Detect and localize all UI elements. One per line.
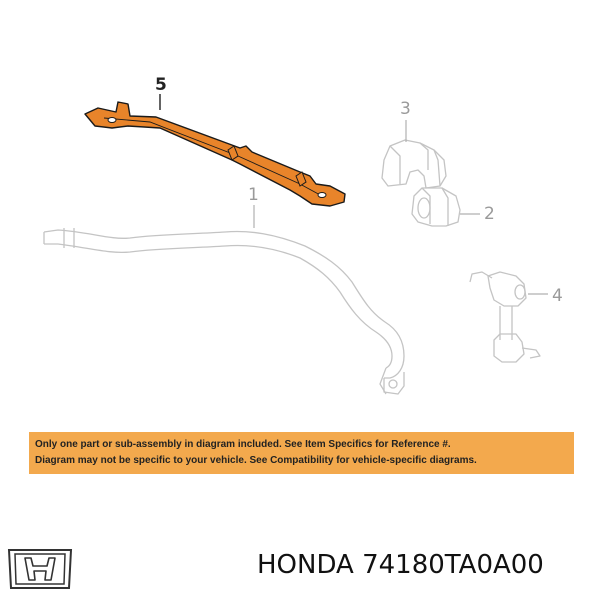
honda-h-logo-icon: [7, 549, 73, 589]
part-5-stabilizer-bracket: [84, 101, 346, 207]
notice-line-1: Only one part or sub-assembly in diagram…: [35, 439, 451, 450]
part-2-bushing: [411, 187, 461, 227]
parts-diagram: [43, 94, 548, 395]
notice-line-2: Diagram may not be specific to your vehi…: [35, 454, 477, 466]
callout-number-5: 5: [155, 75, 167, 95]
diagram-notice-banner: Only one part or sub-assembly in diagram…: [29, 432, 574, 474]
callout-number-3: 3: [400, 99, 411, 119]
part-1-stabilizer-bar: [43, 228, 405, 395]
part-number-caption: HONDA 74180TA0A00: [257, 550, 544, 580]
callout-number-4: 4: [552, 286, 563, 306]
part-3-bushing-holder: [381, 139, 447, 189]
part-4-stabilizer-link: [469, 271, 541, 363]
callout-number-1: 1: [248, 185, 259, 205]
callout-number-2: 2: [484, 204, 495, 224]
